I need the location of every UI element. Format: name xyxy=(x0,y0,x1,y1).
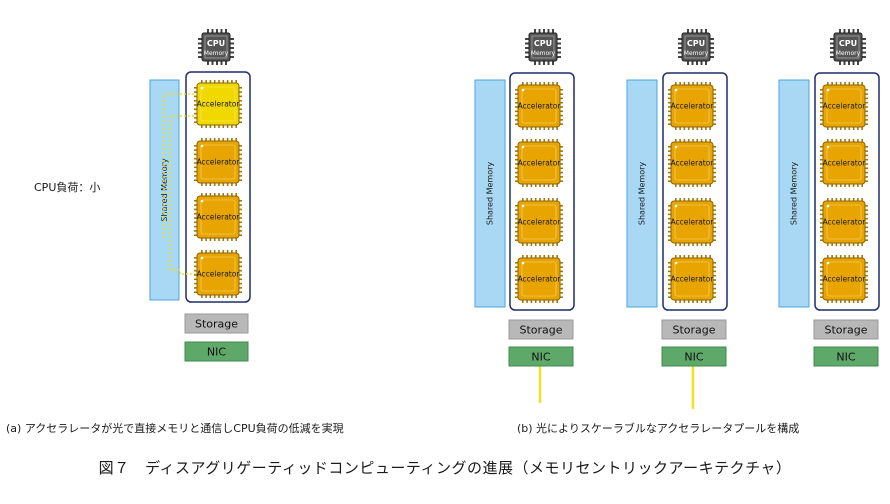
accelerator-label: Accelerator xyxy=(823,159,867,168)
cpu-label: CPU xyxy=(207,39,225,48)
accelerator-label: Accelerator xyxy=(518,102,562,111)
accelerator-chip: Accelerator xyxy=(194,80,242,128)
accelerator-label: Accelerator xyxy=(671,102,715,111)
storage-box-label: Storage xyxy=(672,324,715,337)
shared-memory-block: Shared Memory xyxy=(474,79,506,308)
shared-memory-label: Shared Memory xyxy=(638,162,647,226)
nic-box: NIC xyxy=(813,346,879,367)
accelerator-label: Accelerator xyxy=(518,159,562,168)
accelerator-node-frame xyxy=(185,71,251,303)
memory-label: Memory xyxy=(204,50,229,57)
accelerator-node-frame xyxy=(814,72,880,311)
nic-box-label: NIC xyxy=(207,346,226,359)
shared-memory-label: Shared Memory xyxy=(486,162,495,226)
shared-memory-block: Shared Memory xyxy=(626,79,658,308)
accelerator-label: Accelerator xyxy=(518,275,562,284)
cpu-load-note: CPU負荷：小 xyxy=(34,181,101,194)
memory-label: Memory xyxy=(531,50,556,57)
accelerator-chip: Accelerator xyxy=(194,250,242,298)
accelerator-chip: Accelerator xyxy=(668,198,716,246)
storage-box: Storage xyxy=(508,319,574,340)
storage-box: Storage xyxy=(813,319,879,340)
nic-box: NIC xyxy=(661,346,727,367)
accelerator-chip: Accelerator xyxy=(668,255,716,303)
caption-a: (a) アクセラレータが光で直接メモリと通信しCPU負荷の低減を実現 xyxy=(6,422,344,435)
accelerator-chip: Accelerator xyxy=(668,139,716,187)
accelerator-chip: Accelerator xyxy=(194,138,242,186)
accelerator-chip: Accelerator xyxy=(515,198,563,246)
accelerator-label: Accelerator xyxy=(671,275,715,284)
accelerator-label: Accelerator xyxy=(823,218,867,227)
accelerator-chip: Accelerator xyxy=(515,255,563,303)
cpu-memory-chip-icon: CPU Memory xyxy=(525,29,561,65)
nic-box: NIC xyxy=(184,341,249,362)
accelerator-chip: Accelerator xyxy=(820,198,868,246)
accelerator-label: Accelerator xyxy=(197,270,241,279)
accelerator-chip: Accelerator xyxy=(194,193,242,241)
direct-optical-paths xyxy=(163,93,196,275)
storage-box-label: Storage xyxy=(195,318,238,331)
storage-box: Storage xyxy=(661,319,727,340)
accelerator-label: Accelerator xyxy=(197,158,241,167)
caption-b: (b) 光によりスケーラブルなアクセラレータプールを構成 xyxy=(517,422,800,435)
accelerator-chip: Accelerator xyxy=(515,82,563,130)
cpu-label: CPU xyxy=(534,39,552,48)
shared-memory-block: Shared Memory xyxy=(778,79,810,308)
accelerator-label: Accelerator xyxy=(823,275,867,284)
cpu-memory-chip-icon: CPU Memory xyxy=(830,29,866,65)
optical-link-lines xyxy=(538,362,695,409)
cpu-label: CPU xyxy=(687,39,705,48)
cpu-memory-chip-icon: CPU Memory xyxy=(198,29,234,65)
accelerator-label: Accelerator xyxy=(671,159,715,168)
accelerator-label: Accelerator xyxy=(671,218,715,227)
storage-box-label: Storage xyxy=(519,324,562,337)
accelerator-label: Accelerator xyxy=(823,102,867,111)
memory-label: Memory xyxy=(836,50,861,57)
cpu-memory-chip-icon: CPU Memory xyxy=(678,29,714,65)
accelerator-chip: Accelerator xyxy=(820,82,868,130)
storage-box: Storage xyxy=(184,313,249,334)
accelerator-chip: Accelerator xyxy=(515,139,563,187)
accelerator-label: Accelerator xyxy=(197,213,241,222)
accelerator-node-frame xyxy=(662,72,728,311)
nic-box-label: NIC xyxy=(836,351,855,364)
shared-memory-label: Shared Memory xyxy=(790,162,799,226)
storage-box-label: Storage xyxy=(824,324,867,337)
accelerator-node-frame xyxy=(509,72,575,311)
nic-box-label: NIC xyxy=(531,351,550,364)
memory-label: Memory xyxy=(684,50,709,57)
accelerator-chip: Accelerator xyxy=(668,82,716,130)
nic-box-label: NIC xyxy=(684,351,703,364)
accelerator-chip: Accelerator xyxy=(820,139,868,187)
accelerator-label: Accelerator xyxy=(518,218,562,227)
accelerator-chip: Accelerator xyxy=(820,255,868,303)
accelerator-label: Accelerator xyxy=(197,100,241,109)
cpu-label: CPU xyxy=(839,39,857,48)
nic-box: NIC xyxy=(508,346,574,367)
figure-title: 図７ ディスアグリゲーティッドコンピューティングの進展（メモリセントリックアーキ… xyxy=(98,459,792,477)
